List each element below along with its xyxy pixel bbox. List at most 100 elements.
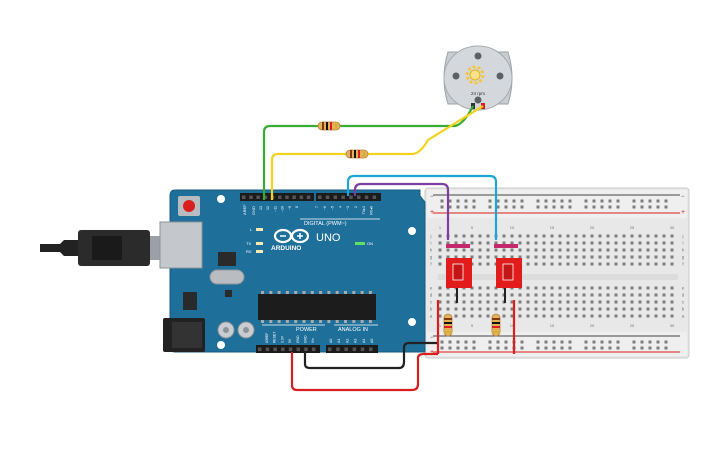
breadboard-hole[interactable] xyxy=(646,262,650,266)
breadboard-hole[interactable] xyxy=(534,241,538,245)
breadboard-hole[interactable] xyxy=(470,307,474,311)
rail-hole[interactable] xyxy=(656,199,660,203)
breadboard-hole[interactable] xyxy=(478,307,482,311)
breadboard-hole[interactable] xyxy=(446,307,450,311)
breadboard-hole[interactable] xyxy=(654,262,658,266)
breadboard-hole[interactable] xyxy=(590,255,594,259)
breadboard-hole[interactable] xyxy=(598,241,602,245)
breadboard-hole[interactable] xyxy=(630,255,634,259)
rail-hole[interactable] xyxy=(440,340,444,344)
breadboard-hole[interactable] xyxy=(670,293,674,297)
breadboard-hole[interactable] xyxy=(542,293,546,297)
header-pin[interactable] xyxy=(263,195,268,200)
breadboard-hole[interactable] xyxy=(478,262,482,266)
rail-hole[interactable] xyxy=(584,205,588,209)
breadboard-hole[interactable] xyxy=(598,307,602,311)
breadboard-hole[interactable] xyxy=(582,241,586,245)
breadboard-hole[interactable] xyxy=(582,307,586,311)
breadboard-hole[interactable] xyxy=(630,262,634,266)
breadboard-hole[interactable] xyxy=(574,314,578,318)
rail-hole[interactable] xyxy=(592,340,596,344)
rail-hole[interactable] xyxy=(648,346,652,350)
breadboard-hole[interactable] xyxy=(550,248,554,252)
breadboard-hole[interactable] xyxy=(622,255,626,259)
breadboard-hole[interactable] xyxy=(654,314,658,318)
breadboard-hole[interactable] xyxy=(486,293,490,297)
breadboard-hole[interactable] xyxy=(654,241,658,245)
rail-hole[interactable] xyxy=(584,340,588,344)
breadboard-hole[interactable] xyxy=(582,255,586,259)
breadboard-hole[interactable] xyxy=(518,241,522,245)
breadboard-hole[interactable] xyxy=(518,234,522,238)
resistor[interactable] xyxy=(443,313,453,337)
breadboard-hole[interactable] xyxy=(542,234,546,238)
breadboard-hole[interactable] xyxy=(646,314,650,318)
rail-hole[interactable] xyxy=(456,340,460,344)
breadboard-hole[interactable] xyxy=(446,300,450,304)
usb-cable[interactable] xyxy=(40,221,203,269)
breadboard-hole[interactable] xyxy=(550,255,554,259)
breadboard-hole[interactable] xyxy=(494,300,498,304)
breadboard-hole[interactable] xyxy=(438,300,442,304)
breadboard-hole[interactable] xyxy=(566,300,570,304)
breadboard-hole[interactable] xyxy=(646,255,650,259)
breadboard-hole[interactable] xyxy=(558,241,562,245)
breadboard-hole[interactable] xyxy=(606,262,610,266)
rail-hole[interactable] xyxy=(664,199,668,203)
breadboard-hole[interactable] xyxy=(526,314,530,318)
breadboard-hole[interactable] xyxy=(590,234,594,238)
rail-hole[interactable] xyxy=(448,346,452,350)
header-pin[interactable] xyxy=(341,195,345,200)
breadboard-hole[interactable] xyxy=(614,234,618,238)
breadboard-hole[interactable] xyxy=(614,248,618,252)
slide-switch[interactable] xyxy=(446,244,472,288)
rail-hole[interactable] xyxy=(608,346,612,350)
header-pin[interactable] xyxy=(372,195,377,200)
rail-hole[interactable] xyxy=(632,340,636,344)
rail-hole[interactable] xyxy=(448,199,452,203)
breadboard-hole[interactable] xyxy=(446,241,450,245)
breadboard-hole[interactable] xyxy=(646,293,650,297)
breadboard-hole[interactable] xyxy=(638,314,642,318)
breadboard-hole[interactable] xyxy=(566,234,570,238)
rail-hole[interactable] xyxy=(520,199,524,203)
breadboard-hole[interactable] xyxy=(502,241,506,245)
breadboard-hole[interactable] xyxy=(630,314,634,318)
rail-hole[interactable] xyxy=(544,340,548,344)
breadboard-hole[interactable] xyxy=(438,293,442,297)
breadboard-hole[interactable] xyxy=(510,314,514,318)
wire-yellow[interactable] xyxy=(270,105,484,200)
rail-hole[interactable] xyxy=(552,199,556,203)
resistor[interactable] xyxy=(345,149,369,159)
rail-hole[interactable] xyxy=(640,346,644,350)
breadboard-hole[interactable] xyxy=(550,307,554,311)
rail-hole[interactable] xyxy=(512,205,516,209)
breadboard-hole[interactable] xyxy=(470,314,474,318)
breadboard-hole[interactable] xyxy=(486,255,490,259)
breadboard-hole[interactable] xyxy=(606,248,610,252)
breadboard-hole[interactable] xyxy=(566,241,570,245)
header-pin[interactable] xyxy=(352,347,357,352)
breadboard-hole[interactable] xyxy=(662,248,666,252)
rail-hole[interactable] xyxy=(504,199,508,203)
breadboard-hole[interactable] xyxy=(462,241,466,245)
power-header[interactable] xyxy=(256,345,378,353)
breadboard-hole[interactable] xyxy=(526,248,530,252)
breadboard-hole[interactable] xyxy=(606,234,610,238)
rail-hole[interactable] xyxy=(456,199,460,203)
rail-hole[interactable] xyxy=(448,205,452,209)
breadboard-hole[interactable] xyxy=(470,300,474,304)
breadboard-hole[interactable] xyxy=(606,255,610,259)
breadboard-hole[interactable] xyxy=(598,248,602,252)
breadboard-hole[interactable] xyxy=(574,286,578,290)
breadboard-hole[interactable] xyxy=(614,293,618,297)
breadboard-hole[interactable] xyxy=(542,255,546,259)
breadboard-hole[interactable] xyxy=(622,293,626,297)
breadboard-hole[interactable] xyxy=(486,248,490,252)
rail-hole[interactable] xyxy=(464,199,468,203)
breadboard-hole[interactable] xyxy=(478,234,482,238)
rail-hole[interactable] xyxy=(592,346,596,350)
breadboard-hole[interactable] xyxy=(654,307,658,311)
